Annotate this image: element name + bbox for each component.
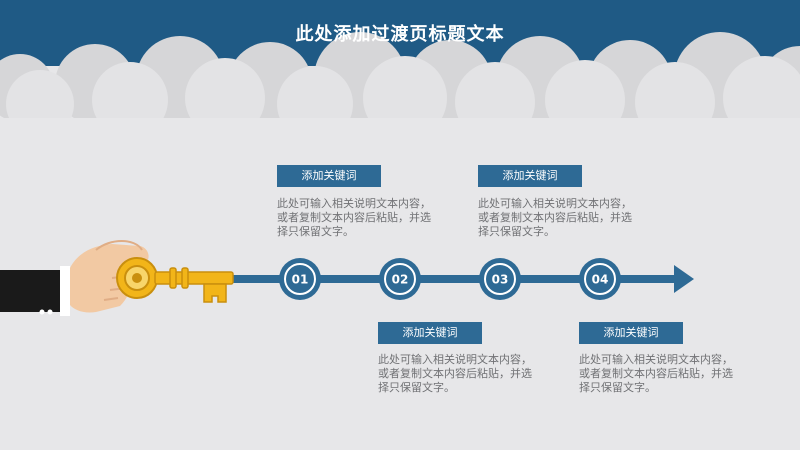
step-description-1: 此处可输入相关说明文本内容，或者复制文本内容后粘贴，并选择只保留文字。 [277,197,431,238]
step-description-3: 此处可输入相关说明文本内容，或者复制文本内容后粘贴，并选择只保留文字。 [478,197,632,238]
step-description-2: 此处可输入相关说明文本内容，或者复制文本内容后粘贴，并选择只保留文字。 [378,353,532,394]
header-bar [0,0,800,66]
step-marker-3: 03 [479,258,521,300]
timeline-line [200,275,680,283]
key-icon [116,257,234,303]
step-marker-1: 01 [279,258,321,300]
step-number: 01 [292,273,309,287]
step-number: 02 [392,273,409,287]
keyword-label-2: 添加关键词 [378,322,482,344]
timeline [200,265,694,293]
page-title: 此处添加过渡页标题文本 [295,24,505,45]
step-description-4: 此处可输入相关说明文本内容，或者复制文本内容后粘贴，并选择只保留文字。 [579,353,733,394]
step-number: 03 [492,273,509,287]
step-number: 04 [592,273,609,287]
arrow-right-icon [674,265,694,293]
step-marker-2: 02 [379,258,421,300]
step-marker-4: 04 [579,258,621,300]
keyword-label-3: 添加关键词 [478,165,582,187]
keyword-label-4: 添加关键词 [579,322,683,344]
keyword-label-1: 添加关键词 [277,165,381,187]
